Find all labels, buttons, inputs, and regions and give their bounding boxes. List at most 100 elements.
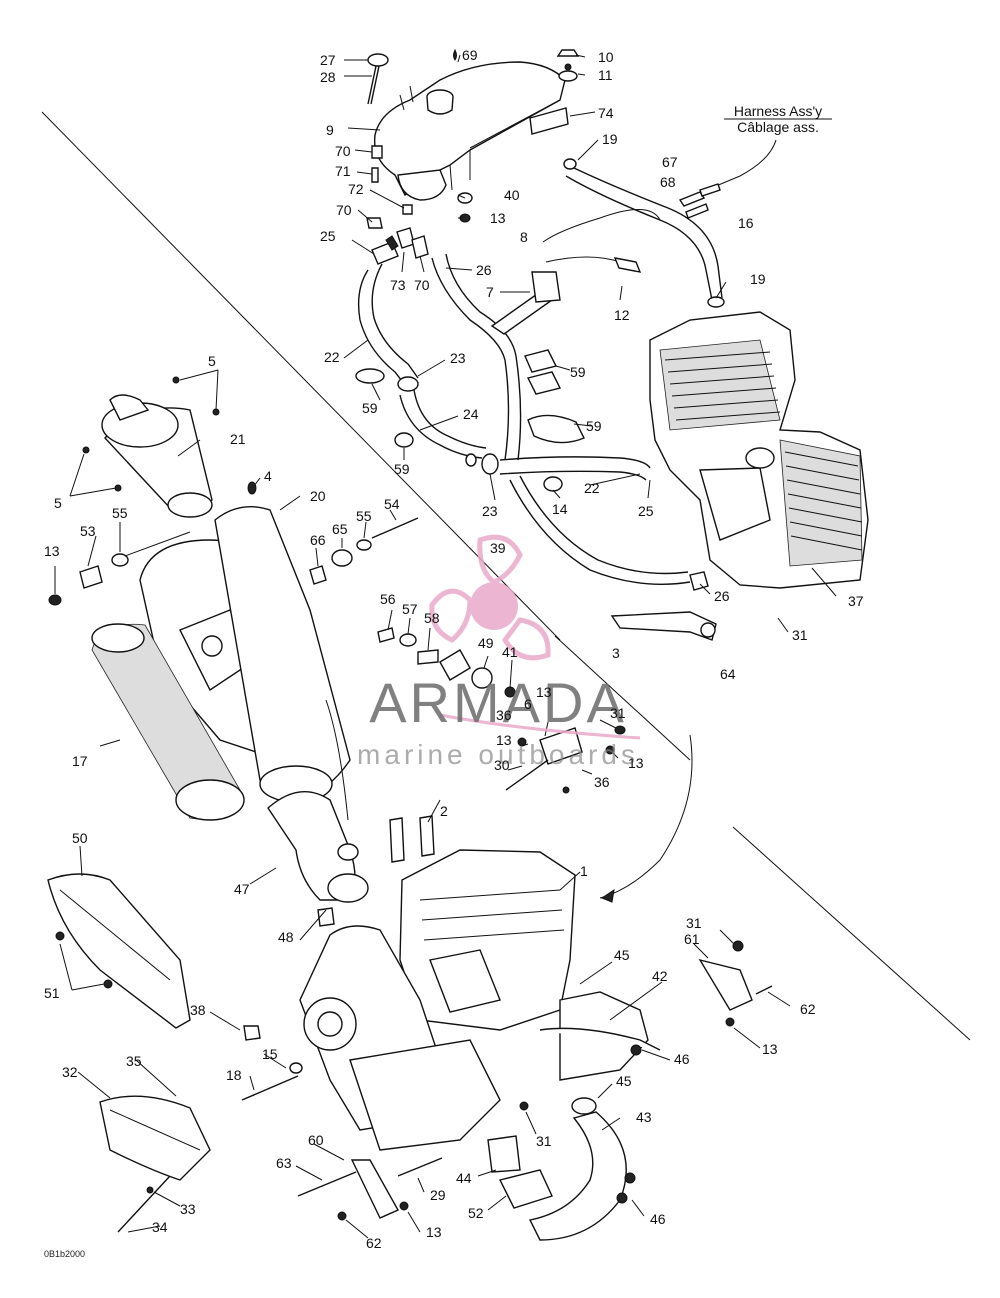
callout-45-upper: 45	[614, 947, 630, 963]
callout-63: 63	[276, 1155, 292, 1171]
callout-70-lower: 70	[414, 277, 430, 293]
callout-1: 1	[580, 863, 588, 879]
callout-59-right: 59	[586, 418, 602, 434]
callout-13-mid: 13	[536, 684, 552, 700]
callout-26-right: 26	[714, 588, 730, 604]
callout-18: 18	[226, 1067, 242, 1083]
callout-51: 51	[44, 985, 60, 1001]
callout-31-right: 31	[792, 627, 808, 643]
callout-17: 17	[72, 753, 88, 769]
callout-52: 52	[468, 1205, 484, 1221]
callout-4: 4	[264, 468, 272, 484]
callout-30: 30	[494, 757, 510, 773]
callout-23-upper: 23	[450, 350, 466, 366]
callout-66: 66	[310, 532, 326, 548]
callout-36-upper: 36	[496, 707, 512, 723]
callout-69: 69	[462, 47, 478, 63]
callout-46-lower: 46	[650, 1211, 666, 1227]
callout-47: 47	[234, 881, 250, 897]
callout-37: 37	[848, 593, 864, 609]
callout-60: 60	[308, 1132, 324, 1148]
callout-45-lower: 45	[616, 1073, 632, 1089]
drawing-code: 0B1b2000	[44, 1249, 85, 1259]
exhaust-elbow	[528, 991, 661, 1241]
callout-13-bottom: 13	[426, 1224, 442, 1240]
armada-watermark: ARMADA marine outboards	[357, 534, 641, 770]
callout-2: 2	[440, 803, 448, 819]
watermark-subtitle: marine outboards	[357, 739, 639, 770]
callout-67: 67	[662, 154, 678, 170]
heat-guard	[99, 1095, 211, 1233]
callout-68: 68	[660, 174, 676, 190]
callout-64: 64	[720, 666, 736, 682]
callout-55-left: 55	[112, 505, 128, 521]
gaskets	[355, 349, 585, 492]
callout-6: 6	[524, 696, 532, 712]
callout-14: 14	[552, 501, 568, 517]
muffler	[139, 506, 351, 803]
callout-26-upper: 26	[476, 262, 492, 278]
watermark-title: ARMADA	[369, 671, 627, 734]
callout-41: 41	[502, 644, 518, 660]
callout-7: 7	[486, 284, 494, 300]
callout-54: 54	[384, 496, 400, 512]
callout-44: 44	[456, 1170, 472, 1186]
oil-tank-assembly	[366, 48, 580, 265]
callout-28: 28	[320, 69, 336, 85]
tailpipe	[101, 394, 213, 518]
callout-20: 20	[310, 488, 326, 504]
callout-50: 50	[72, 830, 88, 846]
callout-62-bottom: 62	[366, 1235, 382, 1251]
callout-59-left: 59	[362, 400, 378, 416]
callout-31-lower: 31	[536, 1133, 552, 1149]
heat-shield-sleeve	[91, 623, 245, 821]
callout-12: 12	[614, 307, 630, 323]
callout-25-lower: 25	[638, 503, 654, 519]
callout-65: 65	[332, 521, 348, 537]
callout-25-upper: 25	[320, 228, 336, 244]
callout-31-mid: 31	[610, 705, 626, 721]
callout-35: 35	[126, 1053, 142, 1069]
callout-46-upper: 46	[674, 1051, 690, 1067]
callout-72: 72	[348, 181, 364, 197]
callout-62-right: 62	[800, 1001, 816, 1017]
callout-71: 71	[335, 163, 351, 179]
callout-22-lower: 22	[584, 480, 600, 496]
callout-16: 16	[738, 215, 754, 231]
callout-36-lower: 36	[594, 774, 610, 790]
pipe-and-bracket	[509, 475, 717, 641]
callout-13-left: 13	[44, 543, 60, 559]
callout-61: 61	[684, 931, 700, 947]
lower-hardware	[55, 907, 773, 1221]
support-bracket	[505, 725, 693, 899]
harness-label-en: Harness Ass'y	[734, 103, 822, 119]
callout-21: 21	[230, 431, 246, 447]
callout-49: 49	[478, 635, 494, 651]
callout-73: 73	[390, 277, 406, 293]
hoses	[357, 139, 777, 481]
callout-29: 29	[430, 1187, 446, 1203]
callout-27: 27	[320, 52, 336, 68]
callout-3: 3	[612, 645, 620, 661]
callout-13-nut: 13	[628, 755, 644, 771]
callout-70-mid: 70	[336, 202, 352, 218]
callout-23-lower: 23	[482, 503, 498, 519]
callout-53: 53	[80, 523, 96, 539]
callout-57: 57	[402, 601, 418, 617]
callout-55-right: 55	[356, 508, 372, 524]
exhaust-pipe	[267, 699, 435, 903]
callout-59-upper: 59	[570, 364, 586, 380]
callout-5-lower: 5	[54, 495, 62, 511]
callout-10: 10	[598, 49, 614, 65]
callout-13-bolt: 13	[496, 732, 512, 748]
callout-42: 42	[652, 968, 668, 984]
callout-58: 58	[424, 610, 440, 626]
callout-70-upper: 70	[335, 143, 351, 159]
callout-56: 56	[380, 591, 396, 607]
callout-13-top: 13	[490, 210, 506, 226]
callout-19-right: 19	[750, 271, 766, 287]
propeller-logo-icon	[429, 534, 641, 740]
callout-5-upper: 5	[208, 353, 216, 369]
callout-15: 15	[262, 1046, 278, 1062]
